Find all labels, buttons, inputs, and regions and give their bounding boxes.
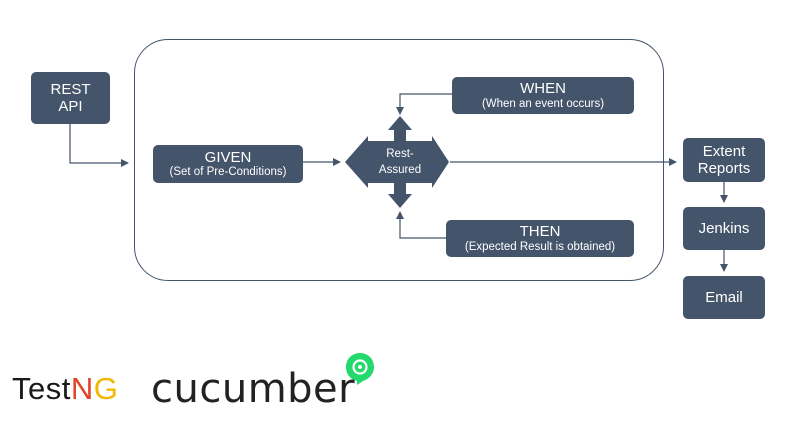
node-rest-api: REST API <box>31 72 110 124</box>
node-jenkins-label: Jenkins <box>698 219 750 237</box>
cucumber-icon <box>346 353 374 385</box>
node-extent-line2: Reports <box>697 160 751 177</box>
cucumber-logo-text: cucumber <box>151 366 356 412</box>
node-extent-line1: Extent <box>702 142 746 160</box>
rest-assured-shape <box>345 116 449 208</box>
node-given-subtitle: (Set of Pre-Conditions) <box>169 166 287 179</box>
testng-logo: TestNG <box>12 371 118 407</box>
node-when-subtitle: (When an event occurs) <box>481 97 605 110</box>
testng-logo-part1: Test <box>12 371 71 406</box>
node-rest-api-line2: API <box>58 98 83 115</box>
node-rest-assured-label: Rest- Assured <box>363 147 437 178</box>
node-jenkins: Jenkins <box>683 207 765 250</box>
node-email-label: Email <box>705 288 743 306</box>
node-then-subtitle: (Expected Result is obtained) <box>464 240 616 253</box>
node-then: THEN (Expected Result is obtained) <box>446 220 634 257</box>
connector-then <box>396 211 446 239</box>
node-then-title: THEN <box>519 223 561 241</box>
node-extent-reports: Extent Reports <box>683 138 765 182</box>
node-given-title: GIVEN <box>204 148 252 166</box>
node-when: WHEN (When an event occurs) <box>452 77 634 114</box>
flow-container-frame <box>134 39 664 281</box>
testng-logo-part2: N <box>70 371 94 406</box>
node-when-title: WHEN <box>520 80 566 98</box>
node-rest-assured-line1: Rest- <box>386 148 414 160</box>
testng-logo-part3: G <box>93 371 119 406</box>
connector-rest-api <box>69 124 129 167</box>
node-given: GIVEN (Set of Pre-Conditions) <box>153 145 303 183</box>
connector-when <box>396 93 452 115</box>
node-rest-api-line1: REST <box>50 80 91 98</box>
node-rest-assured-line2: Assured <box>378 163 422 176</box>
node-email: Email <box>683 276 765 319</box>
